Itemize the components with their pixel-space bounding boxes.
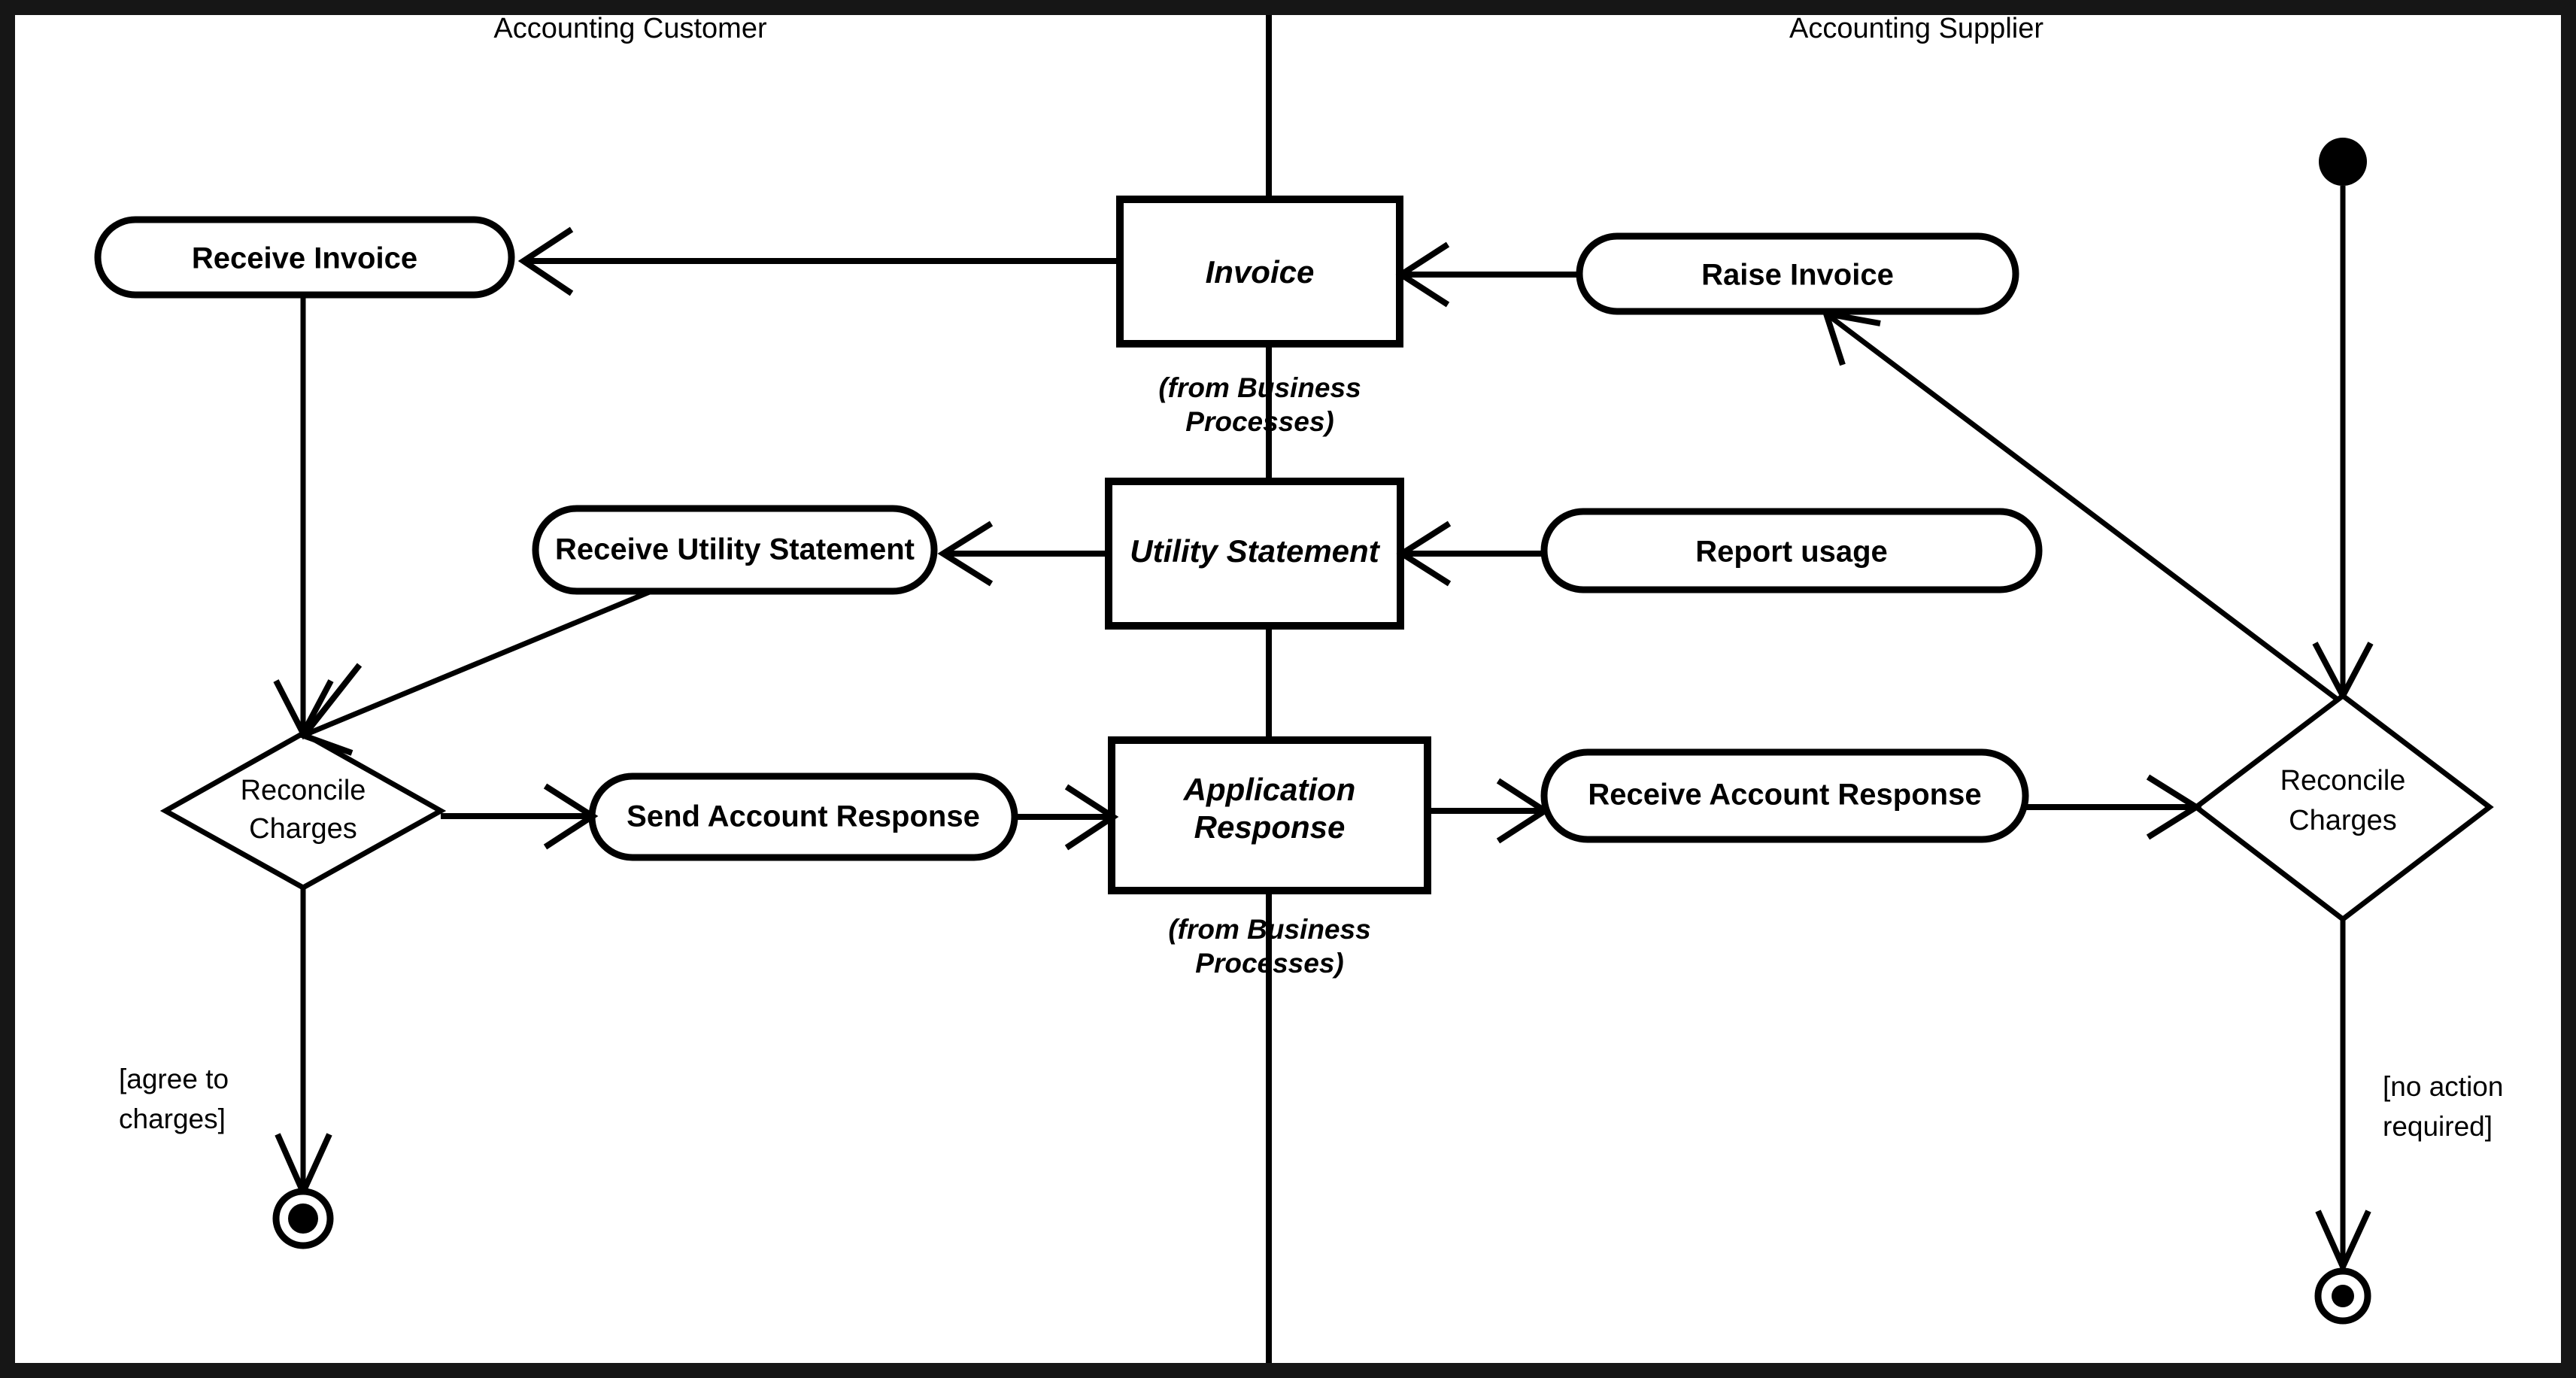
lane-title-accounting-supplier: Accounting Supplier: [1789, 13, 2044, 44]
object-invoice-sub-line2: Processes): [1185, 406, 1334, 437]
action-receive-utility-statement-label: Receive Utility Statement: [555, 533, 915, 566]
flow-raise-invoice-to-invoice: [1395, 241, 1579, 308]
object-application-response-label-line2: Response: [1194, 809, 1346, 845]
flow-reconcile-left-to-final-left: [275, 888, 332, 1200]
decision-reconcile-charges-supplier-line1: Reconcile: [2280, 765, 2406, 797]
action-receive-invoice-label: Receive Invoice: [192, 242, 417, 275]
object-application-response-sub-line1: (from Business: [1168, 914, 1370, 945]
flow-receive-invoice-to-reconcile-left: [273, 295, 334, 740]
flow-report-usage-to-utility-statement: [1396, 521, 1544, 587]
flow-reconcile-left-to-send-account-response: [441, 783, 599, 850]
decision-reconcile-charges-supplier-line2: Charges: [2289, 805, 2397, 836]
object-application-response-label-line1: Application: [1183, 772, 1356, 807]
object-invoice[interactable]: Invoice: [1116, 196, 1403, 348]
object-invoice-sub-line1: (from Business: [1158, 372, 1361, 403]
action-receive-account-response[interactable]: Receive Account Response: [1540, 748, 2029, 843]
flow-receive-account-response-to-reconcile-right: [2025, 774, 2202, 840]
decision-reconcile-charges-supplier[interactable]: Reconcile Charges: [2192, 692, 2494, 923]
object-application-response[interactable]: Application Response: [1108, 736, 1431, 894]
final-node-supplier: [2314, 1267, 2371, 1325]
guard-no-action-required-line1: [no action: [2383, 1071, 2503, 1102]
guard-agree-to-charges-line2: charges]: [119, 1103, 226, 1134]
action-raise-invoice[interactable]: Raise Invoice: [1576, 232, 2019, 315]
lane-title-accounting-customer: Accounting Customer: [493, 13, 767, 44]
action-receive-invoice[interactable]: Receive Invoice: [94, 216, 515, 299]
action-raise-invoice-label: Raise Invoice: [1701, 259, 1894, 292]
action-receive-utility-statement[interactable]: Receive Utility Statement: [532, 505, 938, 595]
action-send-account-response[interactable]: Send Account Response: [588, 772, 1018, 861]
action-send-account-response-label: Send Account Response: [627, 800, 980, 833]
initial-node: [2319, 138, 2367, 186]
flow-receive-utility-statement-to-reconcile-left: [299, 588, 653, 756]
flow-invoice-to-receive-invoice: [517, 226, 1120, 296]
flow-utility-statement-to-receive-utility-statement: [937, 521, 1109, 587]
flow-application-response-to-receive-account-response: [1428, 778, 1551, 844]
decision-reconcile-charges-customer-line2: Charges: [249, 813, 357, 845]
guard-agree-to-charges-line1: [agree to: [119, 1064, 229, 1094]
object-utility-statement[interactable]: Utility Statement: [1105, 478, 1404, 630]
guard-no-action-required-line2: required]: [2383, 1111, 2493, 1142]
decision-reconcile-charges-customer-line1: Reconcile: [241, 775, 366, 806]
flow-send-account-response-to-application-response: [1015, 784, 1119, 851]
final-node-customer: [272, 1188, 334, 1249]
action-report-usage-label: Report usage: [1695, 536, 1888, 569]
flow-reconcile-right-to-raise-invoice: [1822, 309, 2340, 702]
action-receive-account-response-label: Receive Account Response: [1588, 779, 1981, 812]
object-application-response-sub-line2: Processes): [1195, 948, 1343, 979]
object-invoice-label: Invoice: [1206, 254, 1315, 290]
flow-reconcile-right-to-final-right: [2315, 919, 2371, 1274]
action-report-usage[interactable]: Report usage: [1540, 508, 2043, 593]
flow-initial-to-reconcile-right: [2312, 186, 2374, 703]
decision-reconcile-charges-customer[interactable]: Reconcile Charges: [159, 730, 447, 891]
object-utility-statement-label: Utility Statement: [1130, 533, 1380, 569]
